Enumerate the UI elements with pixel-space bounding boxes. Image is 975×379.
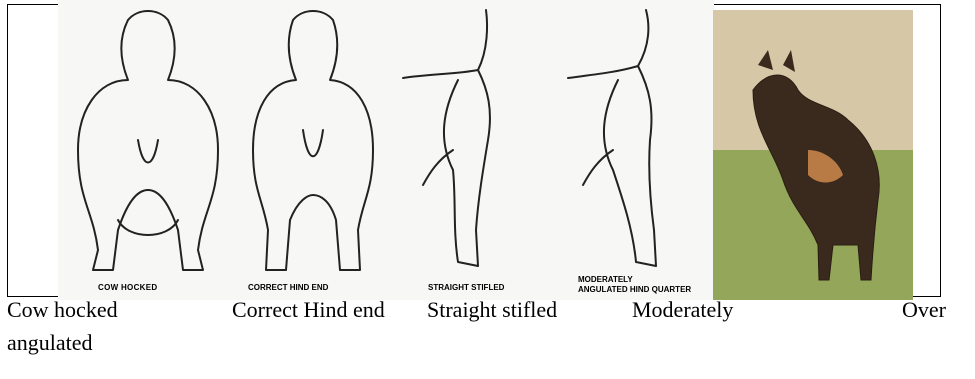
label-correct-hind-end: CORRECT HIND END [248,283,329,292]
label-straight-stifled: STRAIGHT STIFLED [428,283,505,292]
caption-block: Cow hocked Correct Hind end Straight sti… [7,298,967,355]
caption-correct-hind-end: Correct Hind end [232,298,385,322]
caption-over: Over [902,298,946,322]
correct-hind-end-drawing [253,11,373,270]
caption-line-1: Cow hocked Correct Hind end Straight sti… [7,298,967,326]
moderately-angulated-drawing [568,10,656,266]
caption-straight-stifled: Straight stifled [427,298,557,322]
hindquarter-sketches: COW HOCKED CORRECT HIND END STRAIGHT STI… [58,0,714,300]
label-angulated-hind-quarter: ANGULATED HIND QUARTER [578,285,691,294]
caption-moderately: Moderately [632,298,733,322]
cow-hocked-drawing [78,11,218,270]
caption-line-2: angulated [7,331,967,355]
straight-stifled-drawing [403,10,490,266]
label-cow-hocked: COW HOCKED [98,283,157,292]
caption-cow-hocked: Cow hocked [7,298,118,322]
german-shepherd-photo [713,10,913,300]
label-moderately: MODERATELY [578,275,633,284]
